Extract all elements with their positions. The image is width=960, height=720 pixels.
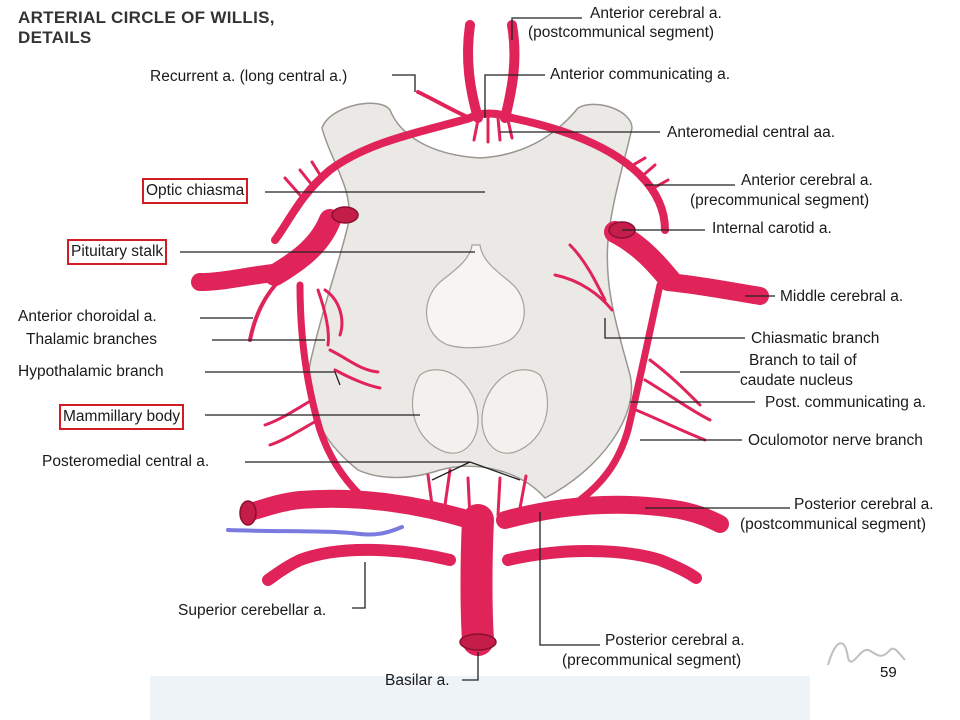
posteromedial-branches (426, 468, 528, 520)
mammillary-body-right (481, 369, 549, 454)
leader-chiasmatic (604, 318, 745, 339)
basilar-artery (460, 504, 494, 656)
leader-recurrent (392, 74, 416, 92)
middle-cerebral-right (659, 273, 769, 305)
blue-annotation-stroke (226, 525, 404, 537)
chiasmatic-branches (553, 243, 614, 312)
pca-left (241, 489, 479, 529)
left-side-branches (263, 398, 320, 447)
label-optic-chiasma: Optic chiasma (141, 178, 249, 204)
label-pca-post-2: (postcommunical segment) (740, 516, 927, 533)
label-caudate-2: caudate nucleus (740, 372, 853, 389)
aca-postcommunical-left (463, 20, 483, 123)
anteromedial-branches (472, 116, 514, 144)
title-line-2: DETAILS (18, 28, 92, 47)
label-pca-pre-1: Posterior cerebral a. (605, 632, 745, 649)
mammillary-body-left (411, 369, 479, 454)
label-pituitary-stalk: Pituitary stalk (66, 239, 168, 265)
label-aca-pre-2: (precommunical segment) (690, 192, 870, 209)
label-chiasmatic: Chiasmatic branch (751, 330, 880, 347)
superior-cerebellar-left (262, 543, 456, 586)
recurrent-artery (416, 90, 472, 120)
label-recurrent: Recurrent a. (long central a.) (150, 68, 348, 85)
leader-posteromedial (245, 461, 521, 481)
label-caudate-1: Branch to tail of (749, 352, 857, 369)
label-thalamic: Thalamic branches (26, 331, 157, 348)
label-oculomotor: Oculomotor nerve branch (748, 432, 923, 449)
leader-aca-post (511, 17, 582, 40)
label-pca-post-1: Posterior cerebral a. (794, 496, 934, 513)
superior-cerebellar-right (502, 545, 702, 584)
pituitary-stalk-shape (426, 244, 525, 349)
label-internal-carotid: Internal carotid a. (712, 220, 832, 237)
leader-acom (484, 74, 545, 118)
right-side-branches (634, 408, 707, 442)
label-hypothalamic: Hypothalamic branch (18, 363, 164, 380)
label-aca-post-2: (postcommunical segment) (528, 24, 715, 41)
acom-artery (466, 109, 516, 122)
label-anteromedial: Anteromedial central aa. (667, 124, 836, 141)
leader-basilar (462, 652, 479, 681)
diagram-title: ARTERIAL CIRCLE OF WILLIS,DETAILS (18, 8, 275, 48)
middle-cerebral-left (191, 263, 291, 291)
label-acom: Anterior communicating a. (550, 66, 731, 83)
basilar-lumen (459, 633, 497, 651)
aca-postcommunical-right (500, 20, 520, 123)
pcom-left (296, 281, 364, 499)
label-aca-post-1: Anterior cerebral a. (590, 5, 722, 22)
pca-right (496, 495, 729, 533)
title-line-1: ARTERIAL CIRCLE OF WILLIS, (18, 8, 275, 27)
thalamic-branches-left (316, 288, 344, 347)
artist-signature (827, 642, 906, 666)
pcom-right (576, 281, 664, 504)
anterior-choroidal-left (248, 278, 282, 342)
aca-precommunical-right (508, 114, 669, 234)
label-anterior-choroidal: Anterior choroidal a. (18, 308, 157, 325)
label-pca-pre-2: (precommunical segment) (562, 652, 742, 669)
leader-superior-cerebellar (352, 562, 366, 609)
label-aca-pre-1: Anterior cerebral a. (741, 172, 873, 189)
label-mammillary-body: Mammillary body (58, 404, 185, 430)
label-posteromedial: Posteromedial central a. (42, 453, 210, 470)
label-post-communicating: Post. communicating a. (765, 394, 927, 411)
pca-left-lumen (239, 500, 257, 526)
hypothalamic-branches (328, 348, 382, 390)
label-middle-cerebral: Middle cerebral a. (780, 288, 904, 305)
internal-carotid-right (604, 221, 681, 291)
leader-hypothalamic (205, 371, 341, 386)
aca-precommunical-left (271, 114, 474, 244)
bottom-watermark-band (150, 676, 810, 720)
caudate-tail-branch (643, 358, 712, 422)
leader-pca-pre (539, 512, 600, 646)
label-basilar: Basilar a. (385, 672, 450, 689)
label-superior-cerebellar: Superior cerebellar a. (178, 602, 327, 619)
internal-carotid-left-lumen (331, 206, 359, 224)
page-number: 59 (880, 664, 897, 681)
